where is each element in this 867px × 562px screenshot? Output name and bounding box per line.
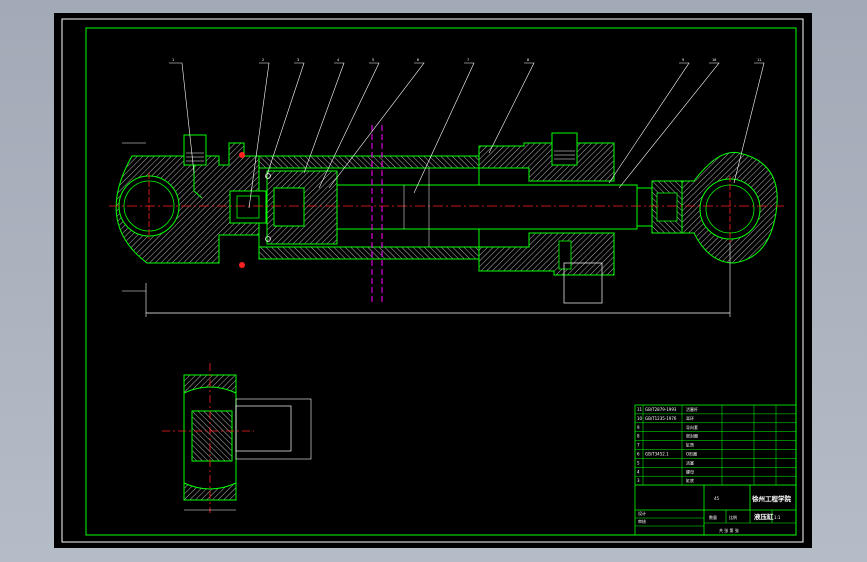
- guide-sleeve-top: [478, 142, 615, 182]
- bom-cell: GB/T1235-1976: [645, 416, 677, 421]
- part-label: 2: [262, 58, 264, 62]
- seal-ring-bottom: [265, 236, 271, 242]
- part-label: 10: [712, 58, 716, 62]
- right-port-thread: [554, 150, 575, 160]
- piston-nut: [273, 187, 305, 227]
- bom-cell: GB/T3452.1: [645, 452, 669, 457]
- bom-row: 6 GB/T3452.1 O形圈: [635, 451, 796, 459]
- bom-cell: GB/T2879-1993: [645, 407, 677, 412]
- bom-row: 3 缸底: [635, 477, 796, 486]
- mark-bottom: [239, 262, 245, 268]
- cylinder-assembly: 1 2 3 4 5 6 7 8 9 10 11: [109, 58, 784, 317]
- qty-label: 数量: [709, 514, 717, 520]
- outer-frame: [61, 18, 804, 543]
- bom-cell: 9: [637, 425, 640, 430]
- bom-cell: 7: [637, 443, 640, 448]
- left-oil-port: [183, 134, 207, 166]
- bom-cell: 11: [637, 407, 643, 412]
- bom-cell: O形圈: [686, 451, 697, 457]
- part-label: 9: [682, 58, 684, 62]
- part-label-group: 1 2 3 4 5 6 7 8 9 10 11: [172, 58, 761, 62]
- piston-rod: [336, 184, 638, 230]
- check-label: 审核: [638, 518, 646, 524]
- rod-end-thread: [656, 192, 678, 222]
- drawing-name: 液压缸: [754, 512, 774, 521]
- bom-cell: 缸底: [686, 477, 694, 483]
- material-code: 45: [714, 496, 720, 501]
- part-label: 11: [757, 58, 761, 62]
- right-oil-port: [551, 132, 578, 166]
- school-name: 徐州工程学院: [751, 494, 792, 503]
- part-label: 1: [172, 58, 174, 62]
- bom-cell: 3: [637, 478, 640, 483]
- bolt-inner: [236, 195, 260, 219]
- leader-lines: [169, 62, 765, 209]
- part-label: 3: [297, 58, 299, 62]
- sheet-label: 共 张 第 张: [719, 527, 739, 533]
- detail-inner-ring: [191, 410, 233, 462]
- piston-detail-view: [162, 363, 312, 513]
- bom-cell: 活塞杆: [686, 406, 698, 412]
- port-dim-box: [563, 262, 603, 304]
- guide-sleeve-bottom: [478, 232, 615, 276]
- scale-value: 1:1: [774, 515, 781, 520]
- rod-collar: [636, 187, 653, 227]
- left-port-thread: [186, 152, 204, 162]
- part-label: 8: [527, 58, 529, 62]
- bom-row: 9 导向套: [635, 424, 796, 432]
- bom-cell: 导向套: [686, 424, 698, 430]
- bom-cell: 10: [637, 416, 643, 421]
- bom-row: 5 活塞: [635, 459, 796, 468]
- design-label: 设计: [638, 510, 646, 516]
- bom-cell: 5: [637, 460, 640, 465]
- part-label: 7: [467, 58, 469, 62]
- scale-label: 比例: [729, 514, 737, 520]
- bom-cell: 6: [637, 452, 640, 457]
- bom-cell: 4: [637, 469, 640, 474]
- mark-top: [239, 152, 245, 158]
- part-label: 4: [337, 58, 339, 62]
- bom-row: 4 螺母: [635, 468, 796, 477]
- bom-cell: 8: [637, 434, 640, 439]
- inner-frame: [85, 27, 797, 536]
- barrel-top-wall: [258, 155, 480, 169]
- part-label: 6: [417, 58, 419, 62]
- bom-cell: 螺母: [686, 468, 694, 474]
- detail-dim-box: [235, 398, 312, 460]
- bom-cell: 活塞: [686, 459, 694, 465]
- bom-row: 7 缸筒: [635, 442, 796, 450]
- drain-port: [558, 240, 572, 270]
- seal-ring-top: [265, 173, 271, 179]
- part-label: 5: [372, 58, 374, 62]
- barrel-bottom-wall: [258, 246, 480, 260]
- bom-row: 8 密封圈: [635, 433, 796, 441]
- detail-bolt-outline: [235, 405, 292, 452]
- bom-cell: 密封圈: [686, 433, 698, 439]
- left-oil-channel: [193, 165, 203, 199]
- bom-cell: 耳环: [686, 416, 694, 421]
- bom-cell: 缸筒: [686, 442, 694, 448]
